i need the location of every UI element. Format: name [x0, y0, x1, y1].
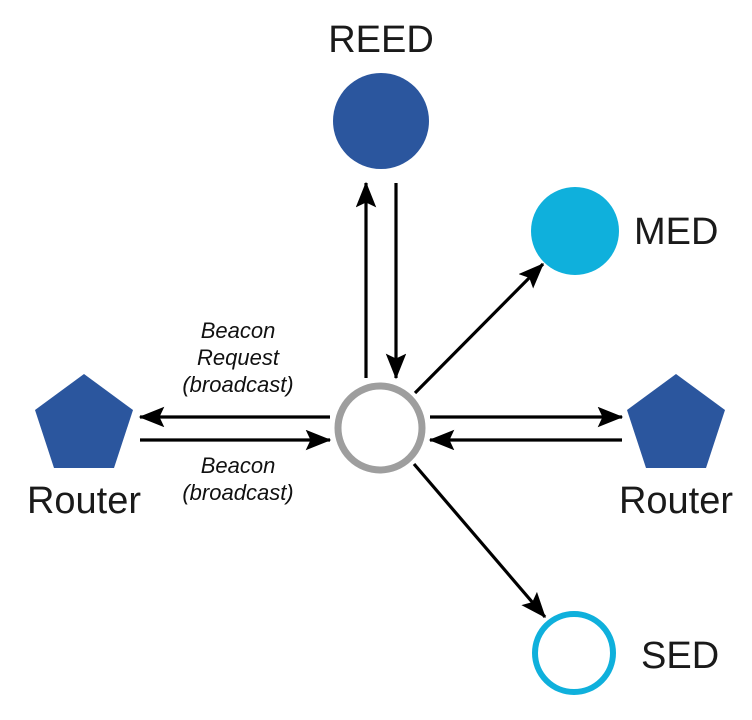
node-router-right-shape[interactable] — [627, 374, 725, 468]
node-router-right-label: Router — [619, 480, 733, 522]
edge-joiner-to-sed — [412, 462, 547, 619]
node-med-shape[interactable] — [531, 187, 619, 275]
edge-joiner-to-med — [413, 262, 545, 395]
node-reed-shape[interactable] — [333, 73, 429, 169]
edge-labels-group: Beacon Request (broadcast) Beacon (broad… — [182, 318, 293, 505]
edge-label-beacon-request-line-3: (broadcast) — [182, 372, 293, 397]
edges-group — [138, 181, 624, 619]
node-med-label: MED — [634, 211, 718, 253]
node-router-left-shape[interactable] — [35, 374, 133, 468]
edge-label-beacon-request-line-2: Request — [197, 345, 280, 370]
node-joiner-shape[interactable] — [334, 382, 426, 474]
edge-label-beacon-request-line-1: Beacon — [201, 318, 276, 343]
node-sed-label: SED — [641, 635, 719, 677]
node-reed-label: REED — [328, 19, 434, 61]
nodes-group: REED MED Router Router SED — [27, 19, 733, 695]
edge-label-beacon-line-1: Beacon — [201, 453, 276, 478]
node-router-left-label: Router — [27, 480, 141, 522]
edge-label-beacon-line-2: (broadcast) — [182, 480, 293, 505]
node-sed-shape[interactable] — [532, 611, 616, 695]
